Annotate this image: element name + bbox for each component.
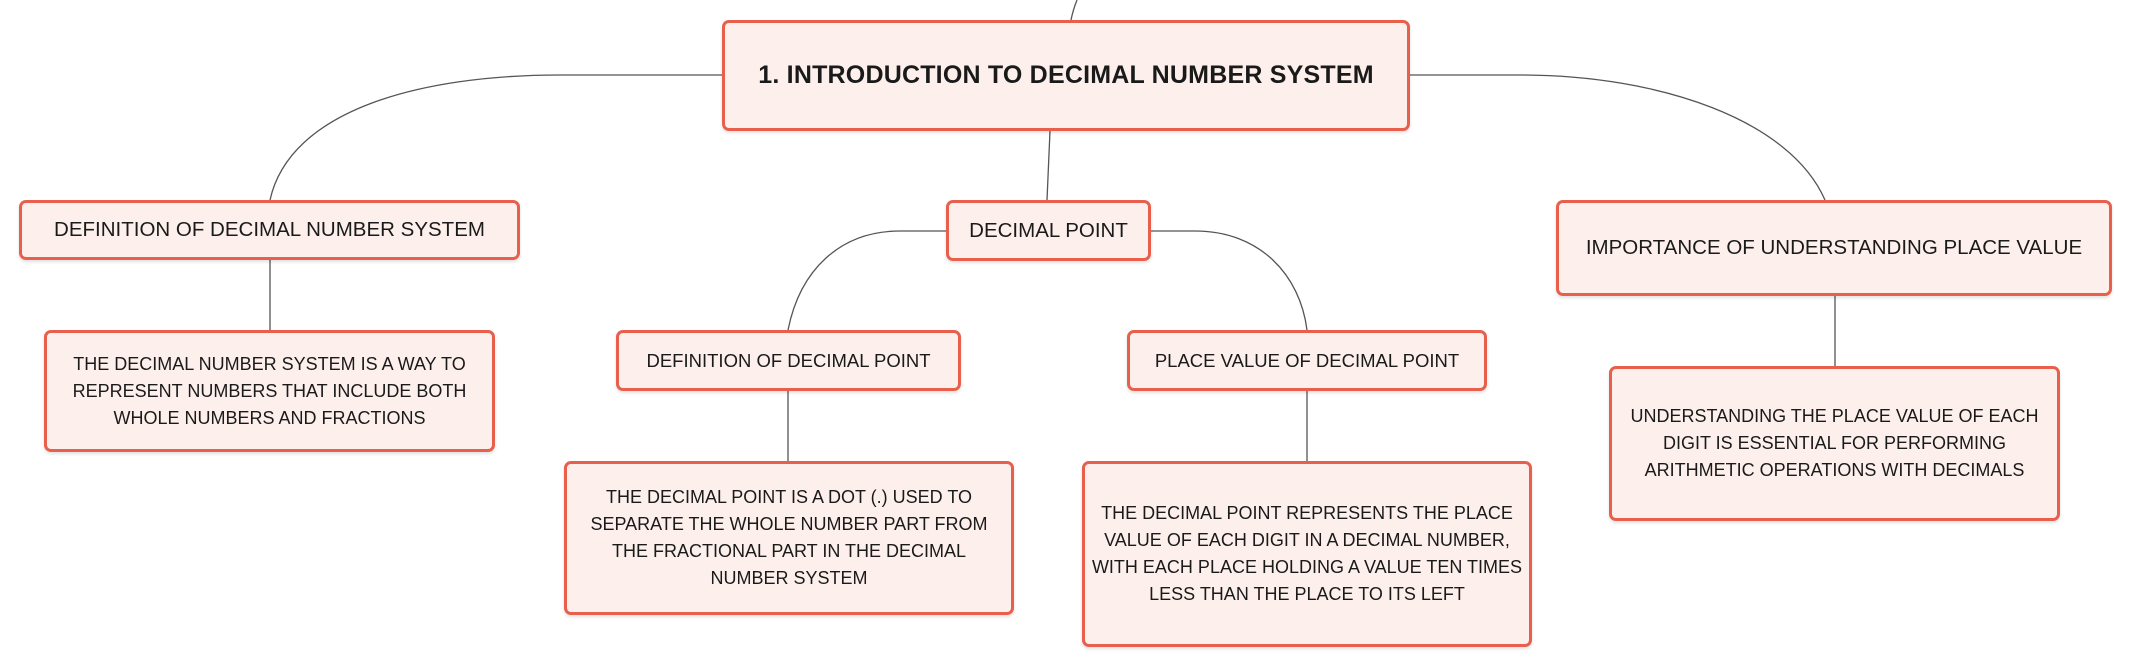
connector-root-importance	[1408, 74, 1826, 201]
topic-label: DECIMAL POINT	[969, 218, 1128, 242]
central-topic[interactable]: 1. INTRODUCTION TO DECIMAL NUMBER SYSTEM	[722, 20, 1410, 131]
connector-root-decimal-point	[1046, 130, 1051, 201]
connector-root-definition	[269, 74, 722, 201]
detail-definition-of-decimal-point[interactable]: THE DECIMAL POINT IS A DOT (.) USED TO S…	[564, 461, 1014, 615]
detail-place-value-of-decimal-point[interactable]: THE DECIMAL POINT REPRESENTS THE PLACE V…	[1082, 461, 1532, 647]
subtopic-label: PLACE VALUE OF DECIMAL POINT	[1154, 349, 1460, 371]
topic-importance-of-understanding-place-value[interactable]: IMPORTANCE OF UNDERSTANDING PLACE VALUE	[1556, 200, 2112, 296]
detail-text: THE DECIMAL NUMBER SYSTEM IS A WAY TO RE…	[72, 353, 467, 428]
connector-root-parent	[1070, 0, 1078, 21]
detail-definition-of-decimal-number-system[interactable]: THE DECIMAL NUMBER SYSTEM IS A WAY TO RE…	[44, 330, 495, 452]
topic-definition-of-decimal-number-system[interactable]: DEFINITION OF DECIMAL NUMBER SYSTEM	[19, 200, 520, 260]
topic-label: DEFINITION OF DECIMAL NUMBER SYSTEM	[54, 218, 485, 241]
topic-label: IMPORTANCE OF UNDERSTANDING PLACE VALUE	[1585, 236, 2083, 259]
central-topic-label: 1. INTRODUCTION TO DECIMAL NUMBER SYSTEM	[758, 61, 1374, 89]
subtopic-label: DEFINITION OF DECIMAL POINT	[646, 349, 931, 371]
subtopic-place-value-of-decimal-point[interactable]: PLACE VALUE OF DECIMAL POINT	[1127, 330, 1487, 391]
topic-decimal-point[interactable]: DECIMAL POINT	[946, 200, 1151, 261]
detail-importance-of-understanding-place-value[interactable]: UNDERSTANDING THE PLACE VALUE OF EACH DI…	[1609, 366, 2060, 521]
subtopic-definition-of-decimal-point[interactable]: DEFINITION OF DECIMAL POINT	[616, 330, 961, 391]
detail-text: THE DECIMAL POINT REPRESENTS THE PLACE V…	[1091, 503, 1523, 604]
connector-point-definition	[787, 230, 946, 331]
connector-point-placevalue	[1150, 230, 1308, 331]
detail-text: UNDERSTANDING THE PLACE VALUE OF EACH DI…	[1630, 406, 2039, 480]
detail-text: THE DECIMAL POINT IS A DOT (.) USED TO S…	[590, 487, 988, 588]
